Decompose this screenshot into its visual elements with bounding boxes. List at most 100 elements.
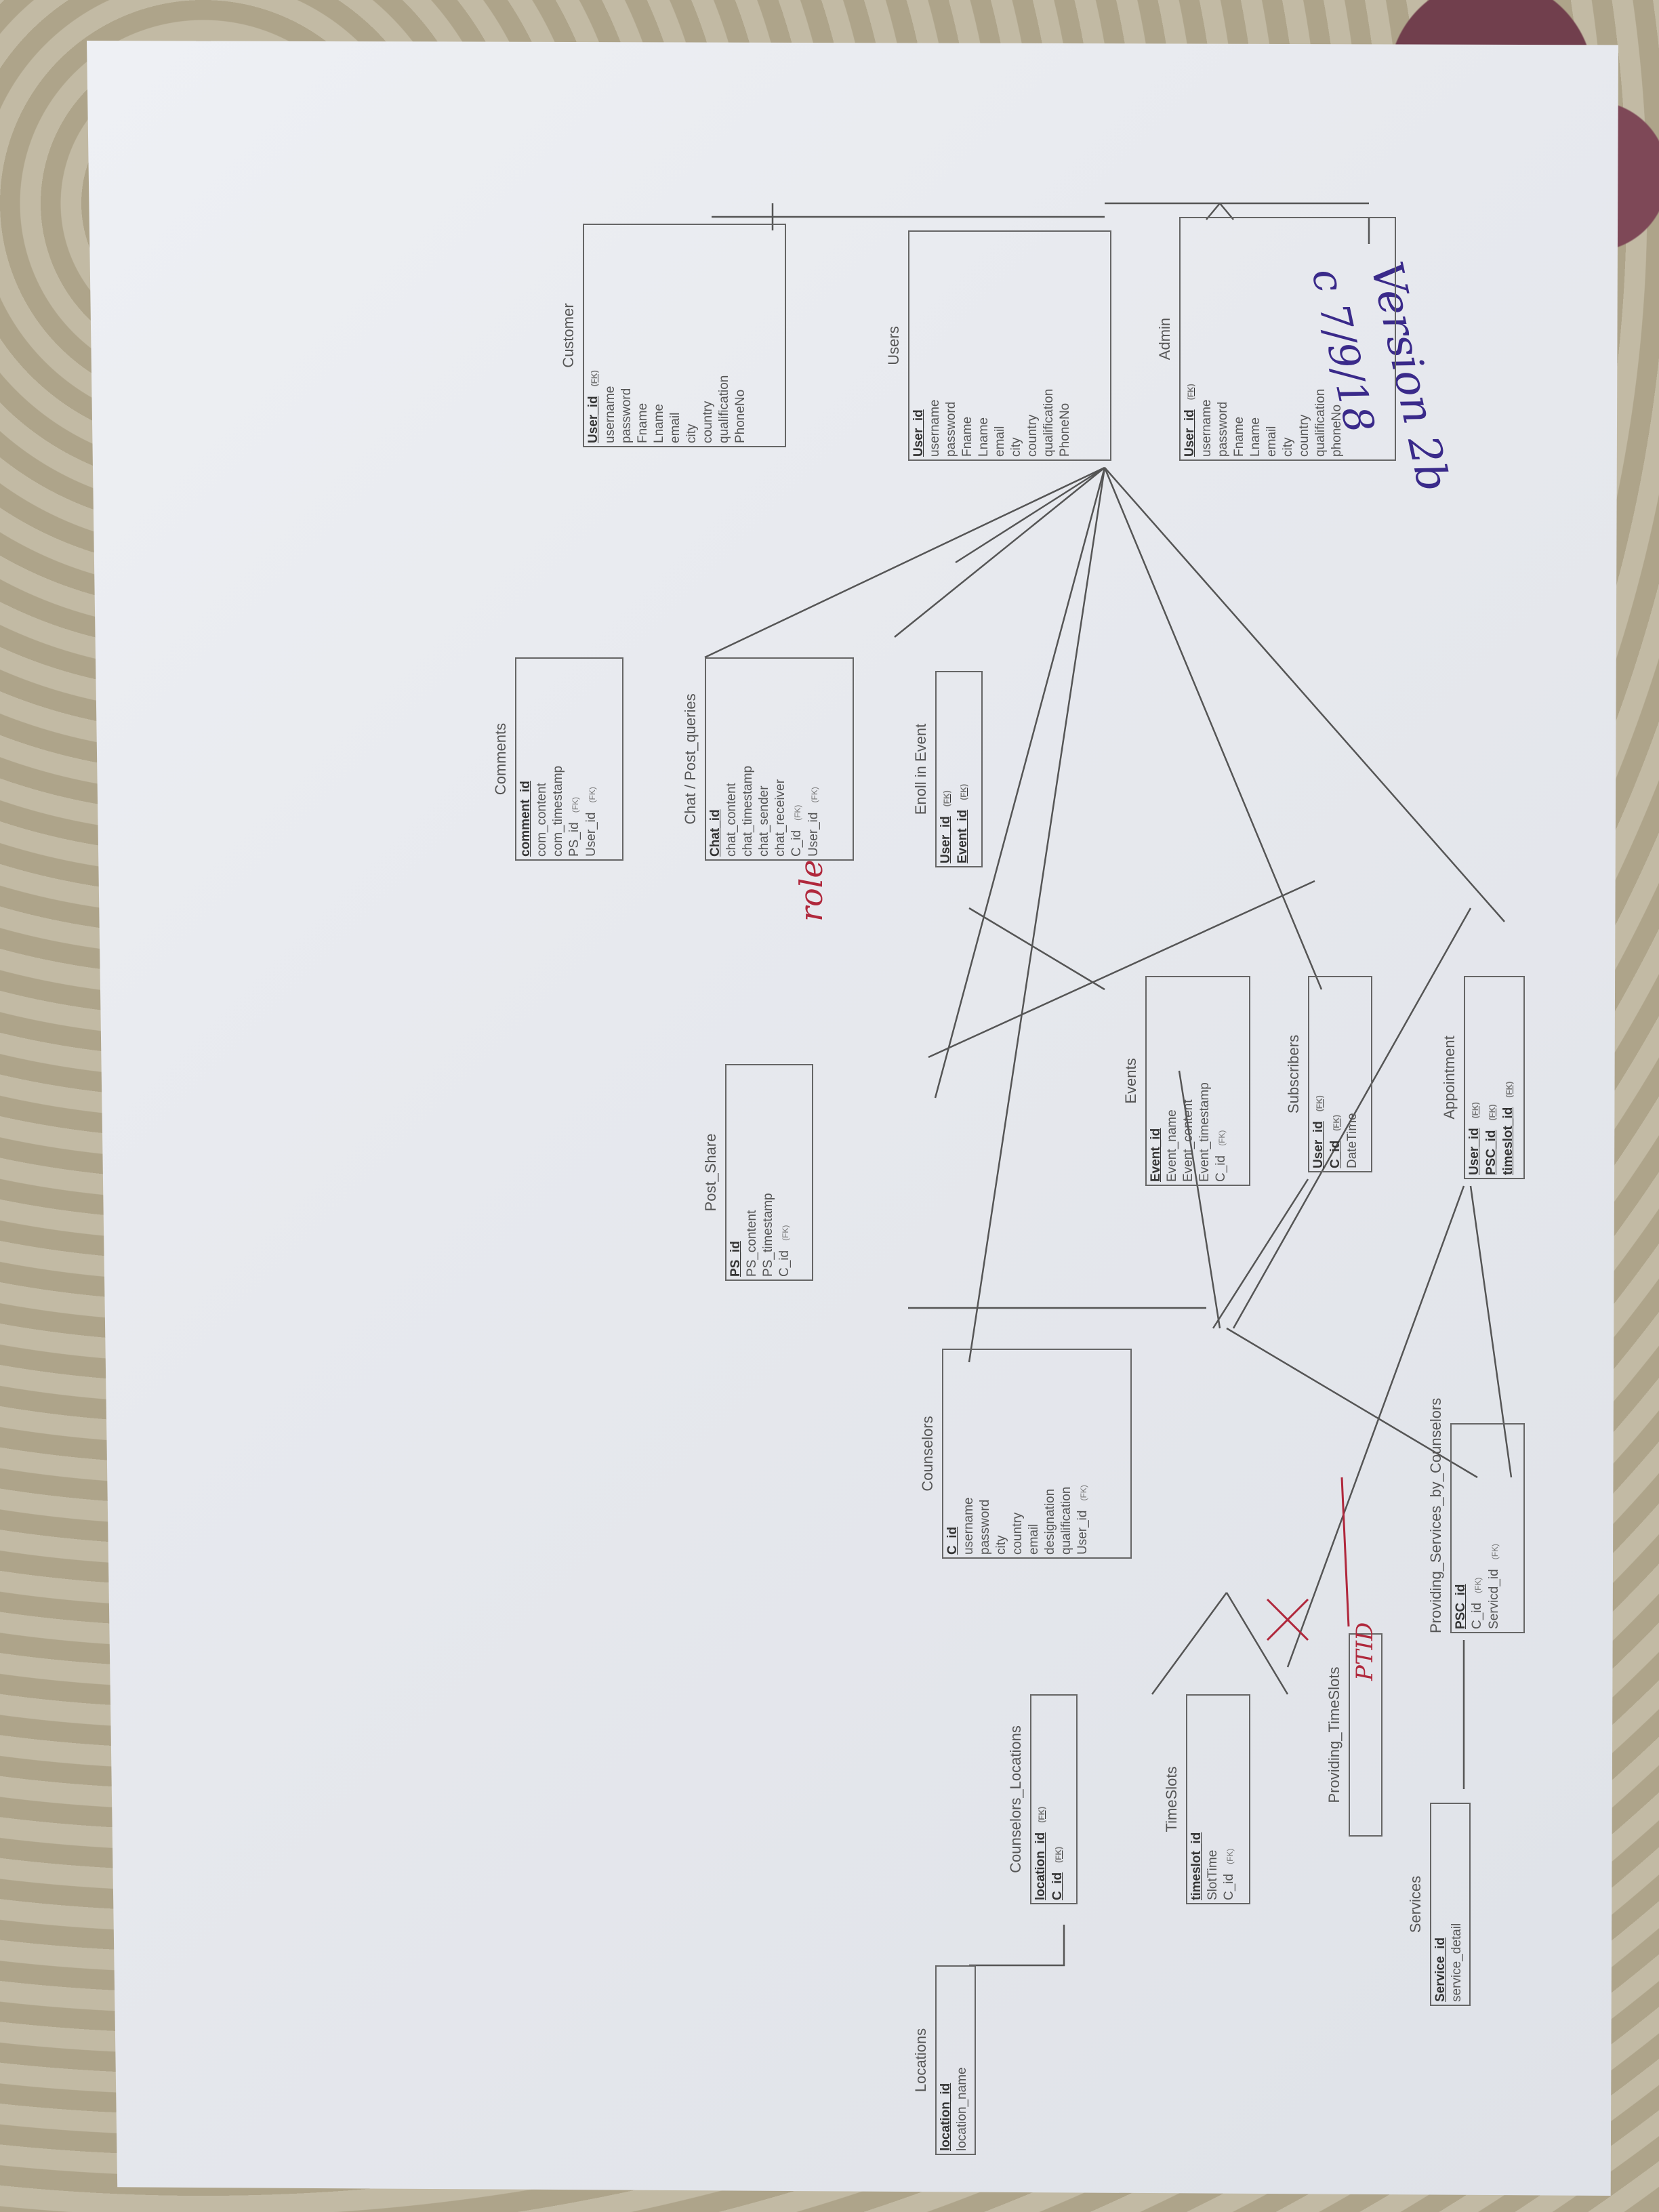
entity-name: TimeSlots <box>1163 1766 1180 1832</box>
attr: country <box>1297 414 1311 457</box>
entity-name: Subscribers <box>1285 1034 1302 1114</box>
attr-list: User_id(FK) username password Fname Lnam… <box>586 370 749 443</box>
attr: C_id <box>945 1526 960 1555</box>
entity-events: Events Event_id Event_name Event_content… <box>1122 976 1250 1186</box>
entity-name: Events <box>1122 1058 1139 1104</box>
attr: PS_id(FK) <box>567 796 581 857</box>
attr: timeslot_id <box>1189 1832 1204 1900</box>
attr: Event_timestamp <box>1197 1082 1212 1182</box>
attr: User_id(FK) <box>1467 1102 1481 1175</box>
attr: designation <box>1043 1488 1057 1555</box>
entity-name: Chat / Post_queries <box>682 693 699 825</box>
attr: SlotTime <box>1206 1849 1220 1900</box>
attr: email <box>668 412 682 443</box>
entity-name: Providing_TimeSlots <box>1326 1666 1343 1803</box>
attr: chat_sender <box>757 785 771 857</box>
entity-services: Services Service_id service_detail <box>1407 1803 1471 2006</box>
attr: Event_id <box>1149 1128 1163 1182</box>
attr: city <box>1281 437 1295 457</box>
entity-enroll-in-event: Enoll in Event User_id(FK) Event_id(FK) <box>912 671 983 867</box>
attr: C_id(FK) <box>790 804 804 857</box>
attr: email <box>1265 426 1279 457</box>
attr-list: User_id(FK) username password Fname Lnam… <box>1182 384 1345 457</box>
entity-admin: Admin User_id(FK) username password Fnam… <box>1156 217 1396 461</box>
attr: password <box>619 388 634 443</box>
entity-name: Appointment <box>1441 1036 1458 1120</box>
entity-post-share: Post_Share PS_id PS_content PS_timestamp… <box>702 1064 813 1281</box>
relationship-lines <box>704 202 1513 1967</box>
attr: username <box>962 1497 976 1555</box>
attr: city <box>1009 437 1023 457</box>
attr: PhoneNo <box>733 389 747 443</box>
attr: country <box>1025 414 1040 457</box>
entity-name: Comments <box>492 722 509 796</box>
handwritten-role: role <box>793 859 830 922</box>
entity-name: Enoll in Event <box>912 723 929 815</box>
attr: Event_name <box>1165 1109 1179 1182</box>
attr: phoneNo <box>1330 404 1344 457</box>
attr-list: timeslot_id SlotTime C_id(FK) <box>1189 1832 1238 1900</box>
entity-counselors: Counselors C_id username password city c… <box>919 1349 1132 1559</box>
attr: PSC_id <box>1454 1584 1468 1629</box>
attr: country <box>1010 1512 1025 1555</box>
attr: C_id(FK) <box>1470 1577 1484 1629</box>
attr: C_id(FK) <box>1214 1130 1228 1182</box>
attr: Servicd_id(FK) <box>1487 1543 1501 1629</box>
attr: User_id(FK) <box>1311 1095 1326 1168</box>
entity-providing-timeslots: Providing_TimeSlots PTID <box>1326 1622 1382 1837</box>
attr: com_timestamp <box>551 765 565 857</box>
attr-list: Service_id service_detail <box>1433 1923 1465 2002</box>
attr: location_id(FK) <box>1033 1806 1048 1900</box>
attr: Lname <box>977 417 991 457</box>
attr-list: Chat_id chat_content chat_timestamp chat… <box>708 766 823 857</box>
entity-counselors-locations: Counselors_Locations location_id(FK) C_i… <box>1007 1694 1078 1904</box>
attr: country <box>701 401 715 443</box>
attr-list: User_id(FK) PSC_id(FK) timeslot_id(FK) <box>1467 1082 1517 1175</box>
entity-providing-services: Providing_Services_by_Counselors PSC_id … <box>1427 1398 1525 1633</box>
entity-name: Users <box>885 326 902 365</box>
attr: Lname <box>652 403 666 443</box>
attr: location_name <box>955 2067 969 2151</box>
entity-users: Users User_id username password Fname Ln… <box>885 230 1111 461</box>
attr: C_id(FK) <box>1328 1114 1343 1168</box>
attr: User_id(FK) <box>584 787 598 857</box>
attr: Chat_id <box>708 809 722 857</box>
attr: username <box>928 399 942 457</box>
attr: timeslot_id(FK) <box>1501 1081 1515 1175</box>
attr: password <box>978 1499 992 1555</box>
attr: chat_content <box>724 783 739 857</box>
entity-timeslots: TimeSlots timeslot_id SlotTime C_id(FK) <box>1163 1694 1250 1904</box>
attr: Fname <box>636 403 650 443</box>
attr-list: PSC_id C_id(FK) Servicd_id(FK) <box>1453 1544 1503 1629</box>
entity-name: Customer <box>560 303 577 368</box>
attr: User_id <box>912 409 926 457</box>
attr: qualification <box>717 375 731 443</box>
entity-comments: Comments comment_id com_content com_time… <box>492 657 623 861</box>
attr: C_id(FK) <box>1050 1846 1065 1900</box>
attr-list: PS_id PS_content PS_timestamp C_id(FK) <box>728 1193 794 1277</box>
attr-list: comment_id com_content com_timestamp PS_… <box>518 766 600 857</box>
attr: qualification <box>1042 388 1056 457</box>
attr: User_id(FK) <box>939 790 953 863</box>
attr: User_id(FK) <box>806 787 821 857</box>
attr: qualification <box>1059 1486 1073 1555</box>
entity-name: Admin <box>1156 317 1173 361</box>
attr-list: User_id username password Fname Lname em… <box>911 389 1073 457</box>
attr: qualification <box>1313 388 1328 457</box>
attr: service_detail <box>1450 1923 1464 2002</box>
attr: comment_id <box>518 781 533 857</box>
attr: C_id(FK) <box>777 1225 792 1277</box>
attr: username <box>603 386 617 444</box>
attr: Service_id <box>1433 1937 1448 2002</box>
attr: User_id(FK) <box>1076 1485 1090 1555</box>
attr: Fname <box>1232 416 1246 457</box>
attr: email <box>993 426 1007 457</box>
attr: password <box>944 401 958 457</box>
attr-list: location_id location_name <box>938 2067 970 2151</box>
entity-name: Post_Share <box>702 1133 719 1212</box>
attr: Event_id(FK) <box>956 783 970 863</box>
attr: User_id(FK) <box>1183 384 1197 457</box>
attr: User_id(FK) <box>586 370 600 443</box>
entity-locations: Locations location_id location_name <box>912 1965 976 2155</box>
er-diagram: Admin User_id(FK) username password Fnam… <box>190 136 1525 2155</box>
